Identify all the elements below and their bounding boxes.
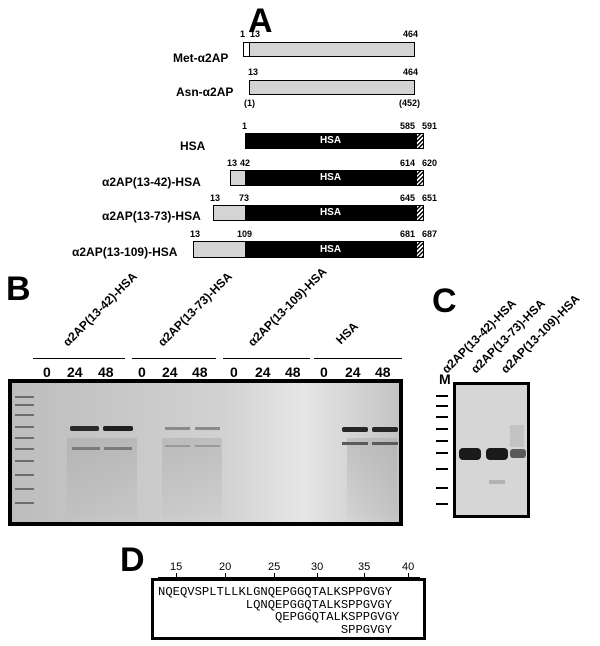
construct-label: Asn-α2AP <box>176 85 234 99</box>
a2ap-segment <box>230 170 246 186</box>
time-label: 24 <box>345 364 361 380</box>
sds-page-gel-b <box>8 379 403 526</box>
position-tail: 651 <box>422 193 438 203</box>
a2ap-segment <box>249 42 415 57</box>
panel-b-letter: B <box>6 270 31 308</box>
sequence-line: NQEQVSPLTLLKLGNQEPGGQTALKSPPGVGY <box>158 585 393 599</box>
time-label: 24 <box>255 364 271 380</box>
position-mid: 42 <box>240 158 251 168</box>
time-label: 0 <box>138 364 146 380</box>
position-start: 1 <box>242 121 248 131</box>
position-start: 13 <box>190 229 201 239</box>
ruler-label: 40 <box>402 561 415 573</box>
time-label: 48 <box>98 364 114 380</box>
construct-label: α2AP(13-73)-HSA <box>102 209 201 223</box>
gel-b-image <box>12 383 399 522</box>
position-start2: 13 <box>250 29 261 39</box>
time-label: 0 <box>230 364 238 380</box>
hsa-segment: HSA <box>245 170 416 186</box>
construct-label: HSA <box>180 139 206 153</box>
group-underline <box>132 358 216 359</box>
sub-position-end: (452) <box>399 98 421 108</box>
time-label: 48 <box>192 364 208 380</box>
sequence-line: LQNQEPGGQTALKSPPGVGY <box>158 597 393 612</box>
a2ap-segment <box>193 241 246 258</box>
position-start: 13 <box>227 158 238 168</box>
position-end: 645 <box>400 193 416 203</box>
position-start: 13 <box>248 67 259 77</box>
group-underline <box>314 358 402 359</box>
panel-c-letter: C <box>432 282 457 320</box>
a2ap-segment <box>213 205 246 221</box>
sub-position-start: (1) <box>244 98 255 108</box>
marker-ladder <box>15 396 34 504</box>
ruler-label: 20 <box>219 561 232 573</box>
hsa-segment: HSA <box>245 133 416 149</box>
time-label: 0 <box>43 364 51 380</box>
tag-segment <box>416 170 424 186</box>
tag-segment <box>416 205 424 221</box>
lane-group-label: HSA <box>333 319 361 347</box>
position-end: 585 <box>400 121 416 131</box>
ruler-label: 15 <box>170 561 183 573</box>
hsa-segment: HSA <box>245 241 416 258</box>
gel-c-image <box>456 385 527 515</box>
position-tail: 687 <box>422 229 438 239</box>
position-end: 614 <box>400 158 416 168</box>
position-end: 464 <box>403 67 419 77</box>
time-label: 0 <box>320 364 328 380</box>
marker-lane-label: M <box>439 371 451 387</box>
lane-group-label: α2AP(13-109)-HSA <box>245 264 330 349</box>
position-mid: 109 <box>237 229 253 239</box>
group-underline <box>223 358 310 359</box>
lane-group-label: α2AP(13-42)-HSA <box>60 269 140 349</box>
ruler-label: 35 <box>358 561 371 573</box>
ruler-label: 25 <box>268 561 281 573</box>
position-end: 681 <box>400 229 416 239</box>
sequence-line: SPPGVGY <box>158 622 393 637</box>
time-label: 24 <box>162 364 178 380</box>
construct-label: α2AP(13-109)-HSA <box>72 245 178 259</box>
panel-a-letter: A <box>248 2 273 40</box>
group-underline <box>33 358 125 359</box>
construct-label: Met-α2AP <box>173 51 229 65</box>
tag-segment <box>416 241 424 258</box>
panel-d-letter: D <box>120 541 145 579</box>
a2ap-segment <box>249 80 415 95</box>
time-label: 24 <box>67 364 83 380</box>
time-label: 48 <box>285 364 301 380</box>
ruler-axis <box>158 577 420 578</box>
tag-segment <box>416 133 424 149</box>
position-tail: 620 <box>422 158 438 168</box>
construct-label: α2AP(13-42)-HSA <box>102 175 201 189</box>
position-end: 464 <box>403 29 419 39</box>
purified-gel-c <box>453 382 530 518</box>
sequence-alignment-box: NQEQVSPLTLLKLGNQEPGGQTALKSPPGVGY LQNQEPG… <box>151 578 426 640</box>
time-label: 48 <box>375 364 391 380</box>
hsa-segment: HSA <box>245 205 416 221</box>
ruler-label: 30 <box>311 561 324 573</box>
position-start: 1 <box>240 29 246 39</box>
sequence-line: QEPGGQTALKSPPGVGY <box>158 610 400 624</box>
lane-group-label: α2AP(13-73)-HSA <box>155 269 235 349</box>
position-mid: 73 <box>239 193 250 203</box>
position-tail: 591 <box>422 121 438 131</box>
position-start: 13 <box>210 193 221 203</box>
